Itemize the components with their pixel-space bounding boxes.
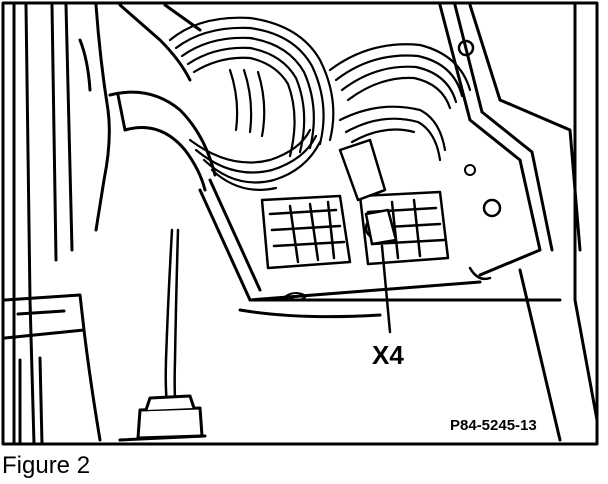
mounting-plate <box>198 178 562 319</box>
wire-harness <box>168 16 335 191</box>
reference-code: P84-5245-13 <box>450 417 537 434</box>
left-pillar <box>12 3 111 446</box>
callout-leader <box>380 244 392 334</box>
lower-left-bracket <box>3 293 102 446</box>
ground-terminal <box>338 138 398 246</box>
upper-duct <box>108 3 217 192</box>
figure-illustration: X4 P84-5245-13 <box>1 1 599 446</box>
callout-label-x4: X4 <box>372 340 404 370</box>
connector-block-left <box>260 194 352 270</box>
right-bracket <box>438 3 599 442</box>
figure-caption: Figure 2 <box>2 452 91 479</box>
cable-plug <box>118 394 207 442</box>
right-wire-bundle <box>328 43 472 162</box>
